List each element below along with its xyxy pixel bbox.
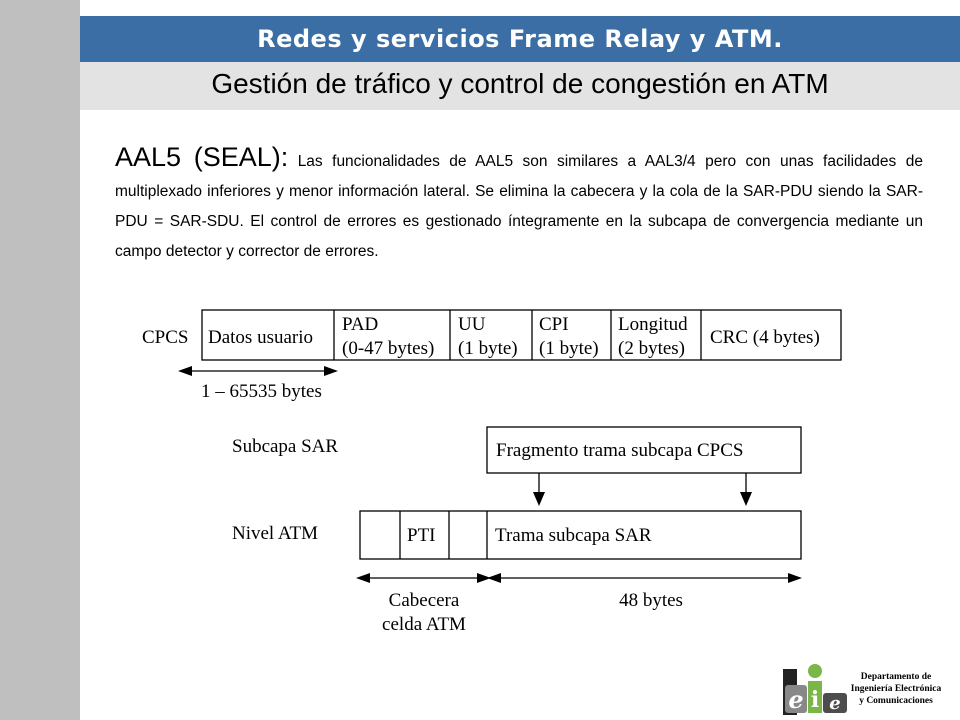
slide-subtitle: Gestión de tráfico y control de congesti…	[211, 68, 829, 99]
body-paragraph: AAL5 (SEAL): Las funcionalidades de AAL5…	[115, 142, 923, 267]
field-crc: CRC (4 bytes)	[710, 327, 820, 348]
down-arrowhead-right	[740, 492, 752, 506]
sar-box-label: Fragmento trama subcapa CPCS	[496, 440, 744, 461]
header-banner: Redes y servicios Frame Relay y ATM.	[80, 16, 960, 62]
sar-box	[486, 426, 802, 474]
svg-text:e: e	[788, 685, 803, 714]
dept-line-2: Ingeniería Electrónica	[850, 684, 942, 694]
svg-text:e: e	[829, 693, 840, 714]
arrowhead-right	[788, 573, 802, 583]
cpcs-label: CPCS	[142, 327, 188, 348]
svg-text:i: i	[811, 687, 819, 713]
atm-pti: PTI	[407, 525, 436, 546]
field-user-data: Datos usuario	[208, 327, 313, 348]
left-sidebar-bar	[0, 0, 80, 720]
aal5-heading: AAL5 (SEAL):	[115, 142, 289, 172]
logo-dot	[808, 664, 822, 678]
field-cpi-size: (1 byte)	[539, 338, 599, 359]
dept-line-3: y Comunicaciones	[859, 696, 933, 706]
aal5-description: Las funcionalidades de AAL5 son similare…	[115, 153, 923, 260]
department-logo: e i e	[783, 664, 847, 715]
arrowhead-left	[356, 573, 370, 583]
field-pad-size: (0-47 bytes)	[342, 338, 434, 359]
field-uu: UU	[458, 314, 486, 335]
presentation-title: Redes y servicios Frame Relay y ATM.	[257, 25, 783, 53]
atm-label: Nivel ATM	[232, 523, 318, 544]
subtitle-banner: Gestión de tráfico y control de congesti…	[80, 62, 960, 110]
arrowhead-left	[487, 573, 501, 583]
down-arrowhead-left	[533, 492, 545, 506]
payload-size-label: 48 bytes	[619, 590, 683, 611]
field-uu-size: (1 byte)	[458, 338, 518, 359]
dept-line-1: Departamento de	[860, 672, 932, 682]
arrowhead-left	[178, 366, 192, 376]
cpcs-frame	[201, 309, 842, 361]
field-pad: PAD	[342, 314, 378, 335]
user-data-range-label: 1 – 65535 bytes	[201, 381, 322, 402]
arrowhead-right	[324, 366, 338, 376]
department-name: Departamento de Ingeniería Electrónica y…	[838, 671, 954, 707]
field-length: Longitud	[618, 314, 688, 335]
header-size-label-2: celda ATM	[382, 614, 466, 635]
field-length-size: (2 bytes)	[618, 338, 685, 359]
field-cpi: CPI	[539, 314, 569, 335]
atm-payload: Trama subcapa SAR	[495, 525, 652, 546]
arrowhead-right	[477, 573, 491, 583]
sar-label: Subcapa SAR	[232, 436, 338, 457]
header-size-label-1: Cabecera	[389, 590, 460, 611]
atm-cell-frame	[359, 510, 802, 560]
